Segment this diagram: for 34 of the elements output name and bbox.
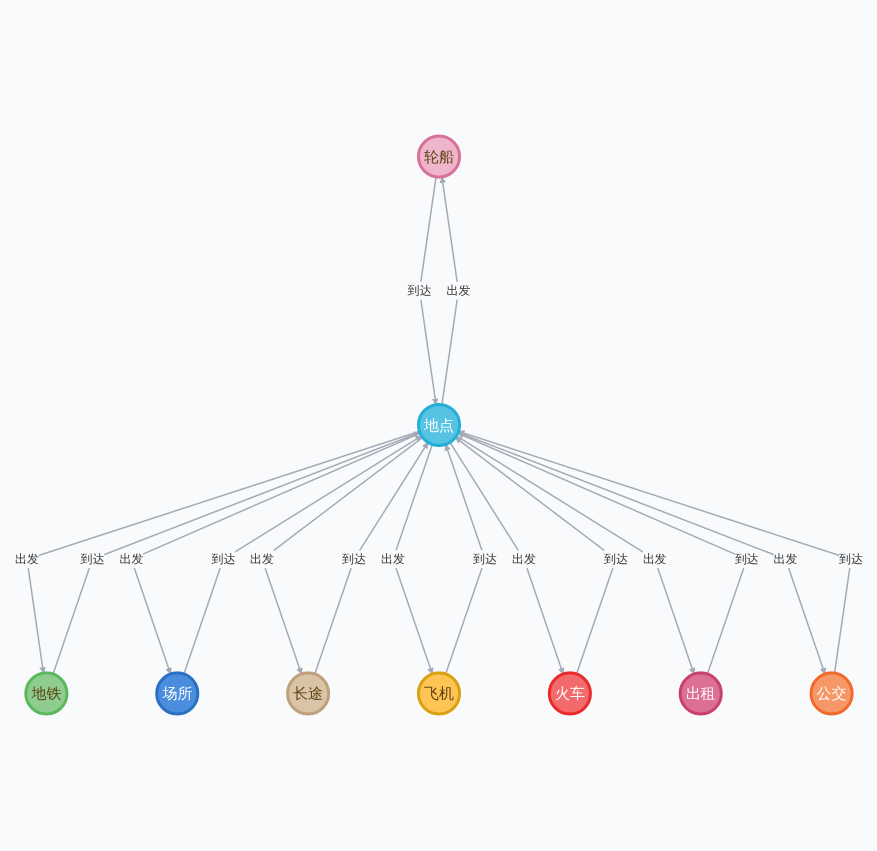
node-circle: 场所 <box>154 672 199 716</box>
arrow <box>314 442 428 675</box>
edge-label: 到达 <box>838 552 863 566</box>
edge-label: 出发 <box>511 552 536 566</box>
edge-label: 到达 <box>342 552 366 566</box>
arrow <box>444 444 486 675</box>
edge-label: 到达 <box>407 284 432 298</box>
arrow <box>418 177 438 406</box>
arrow <box>454 438 616 675</box>
arrow <box>439 177 459 406</box>
edge-label: 到达 <box>603 552 628 566</box>
node-circle: 公交 <box>809 672 854 716</box>
node-circle: 长途 <box>286 672 330 716</box>
edge-label: 出发 <box>118 552 143 566</box>
edge-label: 到达 <box>80 552 104 566</box>
node-circle: 地点 <box>416 403 461 448</box>
edge-label: 出发 <box>380 552 404 566</box>
edge-label: 出发 <box>773 552 798 566</box>
node-circle: 火车 <box>547 672 592 716</box>
node-circle: 地铁 <box>24 672 68 716</box>
arrow <box>448 442 564 675</box>
edge-label: 到达 <box>734 552 758 566</box>
node-circle: 轮船 <box>416 134 461 180</box>
edge-label: 到达 <box>472 552 496 566</box>
edge-label: 到达 <box>210 552 235 566</box>
edge-label: 出发 <box>250 552 274 566</box>
edge-label: 出发 <box>14 552 38 566</box>
arrow <box>457 433 748 675</box>
arrow <box>456 436 695 675</box>
edge-label: 出发 <box>642 552 666 566</box>
edge-label: 出发 <box>446 284 470 298</box>
node-circle: 飞机 <box>416 672 461 716</box>
arrow <box>182 436 422 675</box>
node-circle: 出租 <box>678 672 722 716</box>
